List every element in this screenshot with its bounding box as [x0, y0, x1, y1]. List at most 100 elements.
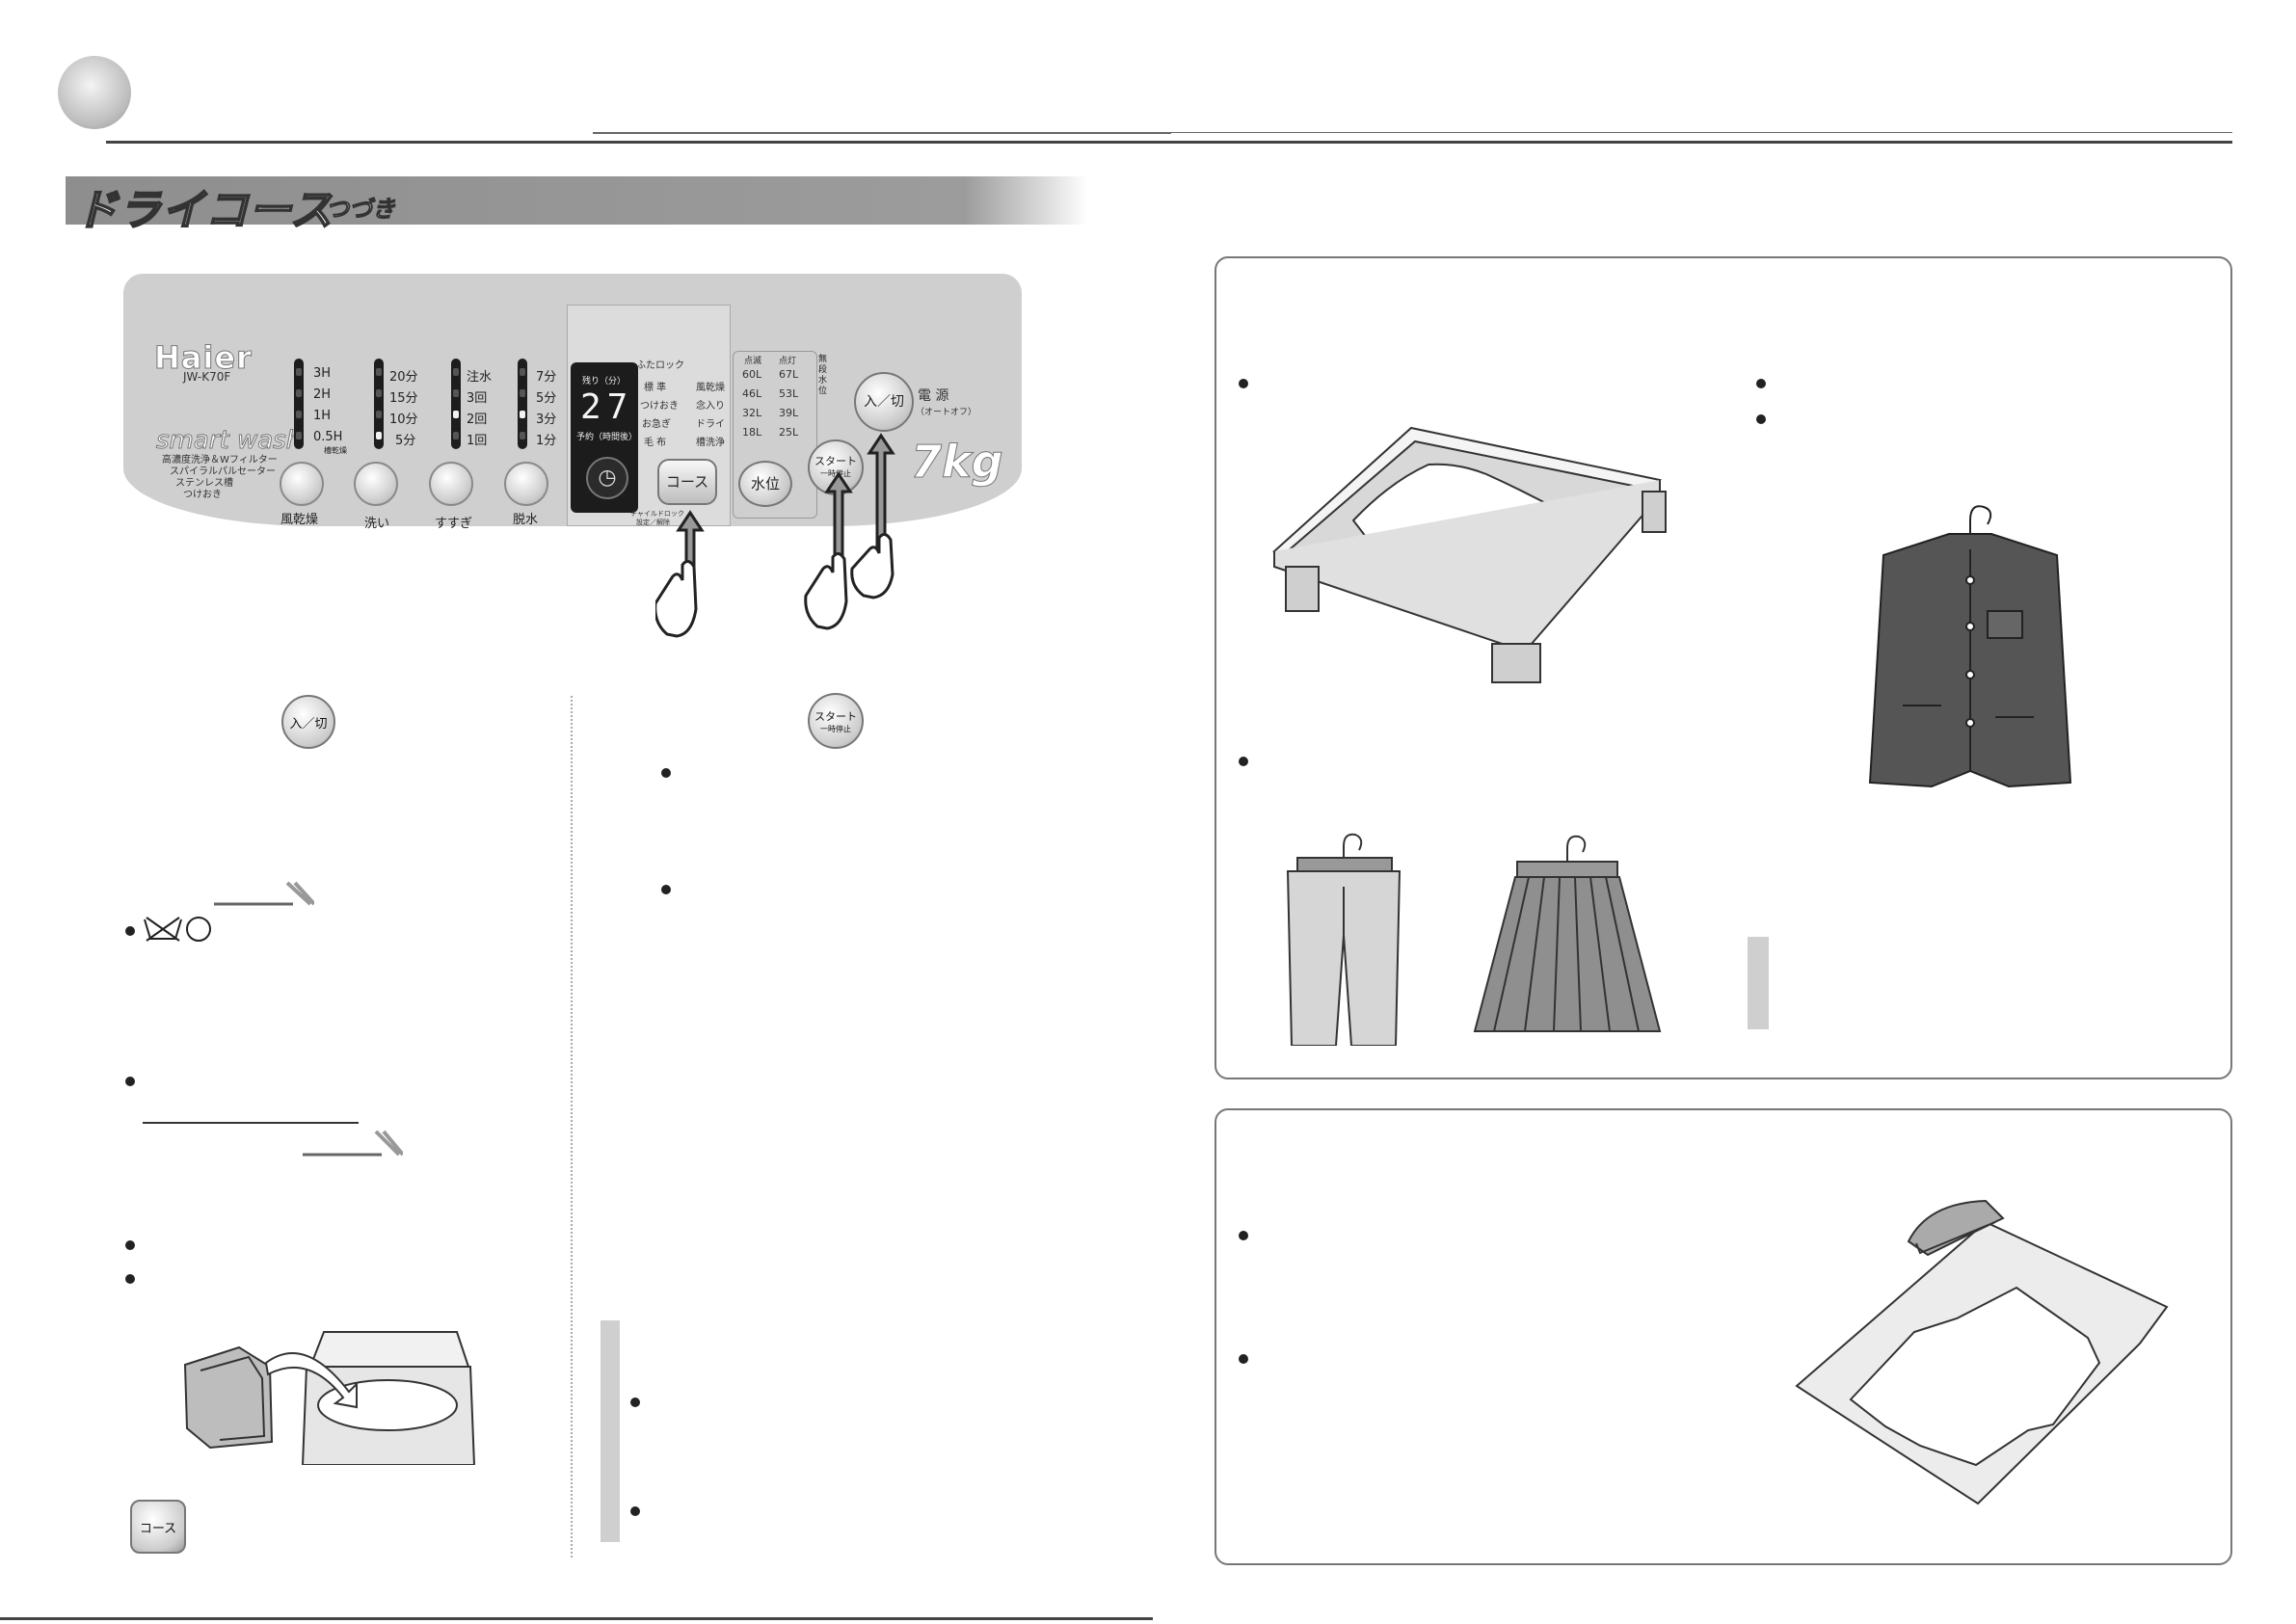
- course-button[interactable]: コース: [657, 459, 717, 505]
- rinse-level-seg: [453, 368, 459, 376]
- jacket-button: [1965, 670, 1975, 679]
- hanger-hook: [1343, 833, 1363, 858]
- water-left-3: 32L: [742, 407, 762, 419]
- hanger-hook: [1566, 835, 1587, 862]
- water-side-label: 無段水位: [818, 355, 828, 396]
- arrow-up-course: [676, 510, 705, 571]
- jacket-pocket: [1903, 705, 2034, 718]
- dry-button[interactable]: [280, 462, 324, 506]
- bullet: [125, 1077, 135, 1086]
- arrow-line-2: [303, 1130, 403, 1157]
- water-left-1: 60L: [742, 368, 762, 381]
- hanging-trousers-illustration: [1286, 833, 1402, 1046]
- feature-3: ステンレス槽: [175, 478, 233, 489]
- hanger-hook: [1969, 505, 1992, 534]
- spin-level-bar: [518, 359, 527, 449]
- dry-level-seg: [296, 368, 302, 376]
- hanging-jacket-illustration: [1868, 505, 2072, 788]
- header-rule-left: [106, 141, 1153, 144]
- start-step-icon: スタート 一時停止: [808, 693, 864, 749]
- wash-tick-4: 5分: [395, 434, 416, 448]
- capacity-label: 7kg: [911, 436, 1004, 489]
- course-step-label: コース: [139, 1521, 177, 1536]
- folded-clothes: [183, 1345, 274, 1450]
- section-title-bar: [66, 176, 1087, 225]
- bullet: [125, 1240, 135, 1250]
- series-label: smart wash: [155, 426, 303, 456]
- header-thin-rule-right: [1153, 132, 2232, 133]
- dry-level-seg: [296, 432, 302, 439]
- spin-tick-2: 5分: [536, 391, 557, 406]
- washer-lid: [308, 1331, 470, 1368]
- jacket-button: [1965, 575, 1975, 585]
- timer-button[interactable]: ◷: [586, 457, 628, 499]
- start-button-sub: 一時停止: [820, 469, 851, 478]
- start-button-label: スタート: [814, 455, 857, 467]
- lcd-bottom-label: 予約（時間後）: [576, 433, 638, 442]
- rinse-tick-3: 2回: [467, 413, 488, 427]
- water-right-3: 39L: [779, 407, 799, 419]
- hanging-skirt-illustration: [1473, 835, 1662, 1032]
- water-header-left: 点滅: [744, 357, 762, 366]
- dry-tick-3: 1H: [313, 409, 332, 423]
- spin-level-seg-lit: [520, 411, 525, 418]
- rinse-level-bar: [451, 359, 461, 449]
- spin-tick-3: 3分: [536, 413, 557, 427]
- bullet: [1239, 379, 1248, 388]
- hand-power: [850, 533, 894, 599]
- footer-rule: [0, 1617, 1153, 1620]
- note-bar: [1748, 937, 1769, 1029]
- power-step-icon: 入／切: [281, 695, 335, 749]
- header-rule-right: [1153, 141, 2232, 144]
- jacket-button: [1965, 718, 1975, 728]
- section-number-circle: [58, 56, 131, 129]
- rinse-button[interactable]: [429, 462, 473, 506]
- bullet: [630, 1398, 640, 1407]
- spin-level-seg: [520, 432, 525, 439]
- rinse-level-seg: [453, 432, 459, 439]
- wash-level-bar: [374, 359, 384, 449]
- rinse-tick-1: 注水: [467, 370, 493, 385]
- hand-start: [804, 552, 848, 630]
- no-wash-icon: [144, 917, 211, 942]
- water-level-button[interactable]: 水位: [738, 461, 792, 507]
- dry-tick-note: 槽乾燥: [324, 446, 347, 455]
- iron: [1907, 1199, 2005, 1257]
- header-thin-rule-left: [593, 132, 1171, 134]
- flat-drying-sweater-illustration: [1272, 426, 1667, 683]
- spin-button[interactable]: [504, 462, 548, 506]
- lcd-digits: 27: [580, 387, 634, 427]
- water-right-2: 53L: [779, 387, 799, 400]
- water-right-4: 25L: [779, 426, 799, 439]
- trousers: [1286, 870, 1402, 1046]
- course-left-1: 標 準: [644, 383, 667, 393]
- hanger-bar: [1516, 861, 1618, 878]
- course-right-1: 風乾燥: [696, 383, 725, 393]
- bullet: [1239, 1231, 1248, 1240]
- laundry-loading-illustration: [183, 1331, 476, 1465]
- dry-level-seg: [296, 411, 302, 418]
- spin-tick-1: 7分: [536, 370, 557, 385]
- start-step-sub: 一時停止: [820, 724, 851, 733]
- dry-button-label: 風乾燥: [280, 513, 319, 527]
- water-right-1: 67L: [779, 368, 799, 381]
- feature-4: つけおき: [183, 490, 222, 500]
- start-step-label: スタート: [814, 709, 857, 723]
- bullet: [125, 1274, 135, 1284]
- wash-level-seg: [376, 368, 382, 376]
- water-left-4: 18L: [742, 426, 762, 439]
- wash-tick-2: 15分: [389, 391, 418, 406]
- spin-level-seg: [520, 368, 525, 376]
- course-right-3: ドライ: [696, 419, 725, 430]
- course-left-2: つけおき: [640, 401, 679, 412]
- underline-rule: [143, 1122, 359, 1124]
- wash-level-seg: [376, 411, 382, 418]
- lcd-top-label: 残り（分）: [582, 377, 627, 386]
- power-button[interactable]: 入／切: [854, 372, 914, 432]
- bullet: [661, 885, 671, 894]
- wash-button[interactable]: [354, 462, 398, 506]
- child-lock-sub: 設定／解除: [636, 519, 670, 526]
- dry-tick-4: 0.5H: [313, 430, 343, 444]
- dry-level-seg: [296, 389, 302, 397]
- model-label: JW-K70F: [183, 370, 231, 384]
